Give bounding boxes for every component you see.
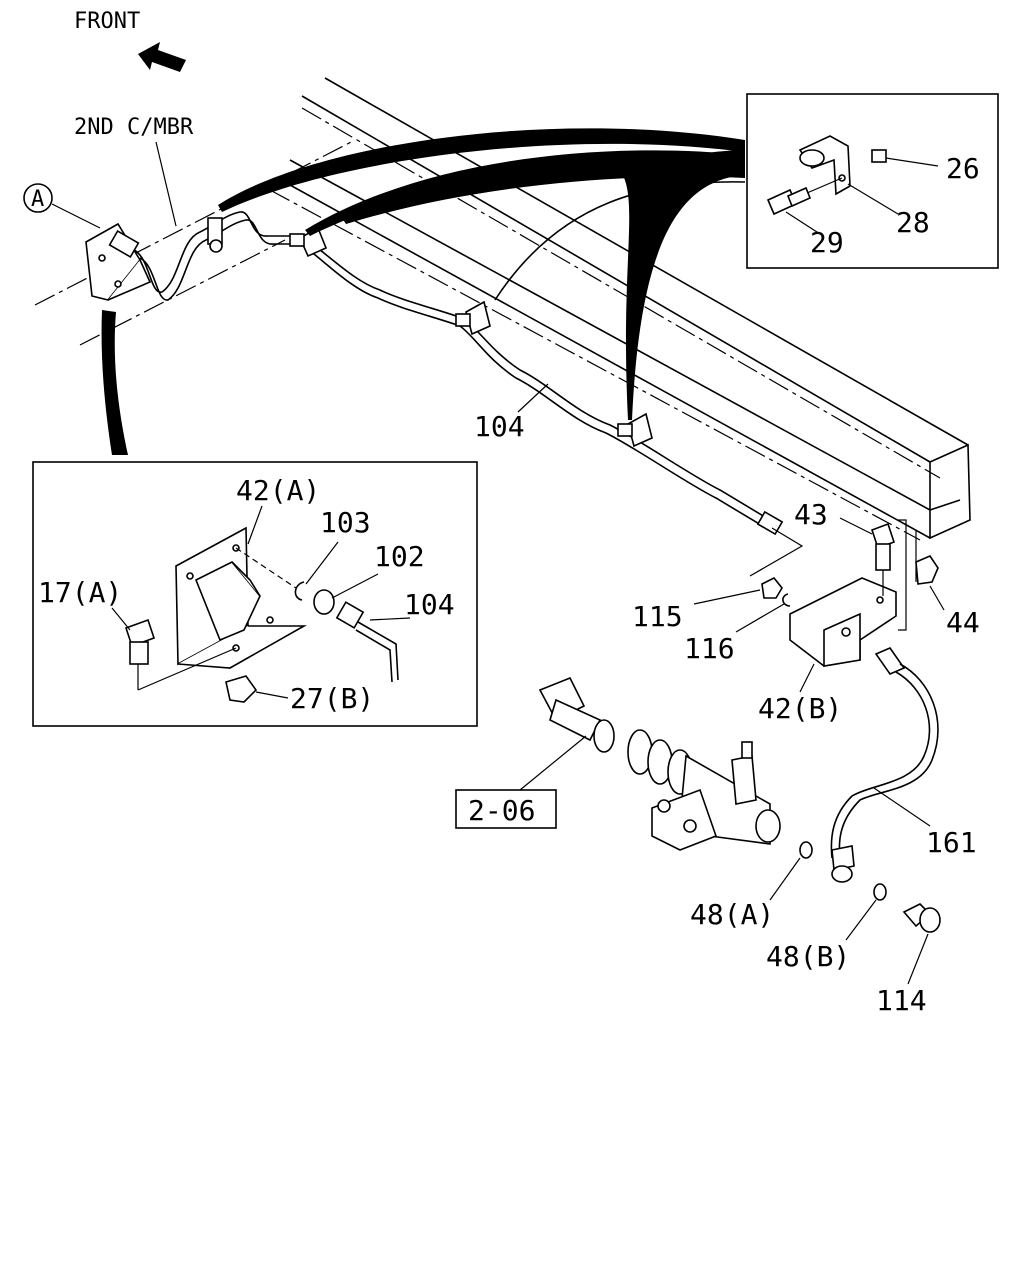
detail-a-callout-curve [101, 310, 128, 455]
crossmember-line-upper [34, 139, 356, 306]
master-cylinder [538, 676, 781, 851]
pipe-flare-nut [756, 510, 784, 536]
leader-48b [845, 899, 877, 941]
leader-17a [111, 607, 131, 631]
leader-48a [769, 857, 801, 901]
label-28: 28 [896, 206, 930, 239]
leader-27b [255, 691, 289, 699]
washer-48b [873, 883, 887, 901]
leader-103 [305, 541, 339, 585]
leader-104-detail [369, 617, 411, 621]
label-102: 102 [374, 540, 425, 573]
nut-115 [761, 576, 783, 599]
callout-a-circle [23, 183, 53, 213]
label-104-detail: 104 [404, 588, 455, 621]
nut-102 [313, 589, 335, 615]
label-44: 44 [946, 606, 980, 639]
label-42b: 42(B) [758, 692, 842, 725]
label-17a: 17(A) [38, 576, 122, 609]
pipe-clip-3 [455, 300, 491, 336]
front-label: FRONT [74, 9, 140, 34]
clip-detail [766, 135, 939, 235]
callout-a-leader [51, 203, 101, 229]
pipe-dash-link [749, 527, 804, 577]
ref-box-label[interactable]: 2-06 [468, 794, 535, 827]
ref-box-2-06[interactable] [455, 789, 557, 829]
label-27b: 27(B) [290, 682, 374, 715]
label-115: 115 [632, 600, 683, 633]
leader-115 [693, 589, 761, 605]
leader-102 [331, 573, 379, 599]
washer-48a [799, 841, 813, 859]
bolt-17a [124, 618, 237, 691]
clip-detail-box [746, 93, 999, 269]
bracket-detail [175, 526, 308, 669]
callout-a-letter: A [31, 187, 44, 212]
bracket-42b [789, 519, 917, 667]
leader-42a [247, 505, 263, 545]
label-114: 114 [876, 984, 927, 1017]
flex-hose-161 [830, 647, 939, 883]
leader-161 [873, 787, 931, 827]
pipe-clip-1 [207, 217, 223, 253]
leader-42b [799, 663, 815, 693]
member-leader [155, 141, 177, 227]
leader-116 [735, 603, 785, 633]
leader-44 [929, 585, 945, 611]
label-26: 26 [946, 152, 980, 185]
front-arrow-icon [138, 42, 186, 72]
clip-103 [294, 581, 305, 601]
bolt-114 [902, 903, 941, 933]
leader-104-main [517, 383, 549, 413]
detail-callout-curves [218, 128, 746, 420]
label-116: 116 [684, 632, 735, 665]
label-48b: 48(B) [766, 940, 850, 973]
label-48a: 48(A) [690, 898, 774, 931]
pipe-clip-2 [289, 226, 328, 258]
nut-26 [871, 149, 887, 163]
pipe-end-104-detail [335, 601, 399, 683]
member-label: 2ND C/MBR [74, 115, 194, 140]
clip-116 [782, 593, 791, 607]
label-42a: 42(A) [236, 474, 320, 507]
nut-44 [915, 555, 939, 585]
brake-pipe-104 [133, 211, 771, 529]
label-43: 43 [794, 498, 828, 531]
pipe-clip-4 [617, 412, 653, 448]
label-29: 29 [810, 226, 844, 259]
label-103: 103 [320, 506, 371, 539]
leader-2-06 [519, 735, 587, 791]
nut-27b [225, 675, 258, 703]
label-161: 161 [926, 826, 977, 859]
bolt-43 [870, 522, 896, 596]
bracket-a [85, 222, 152, 301]
leader-114 [907, 933, 929, 985]
leader-43 [839, 517, 873, 535]
label-104-main: 104 [474, 410, 525, 443]
